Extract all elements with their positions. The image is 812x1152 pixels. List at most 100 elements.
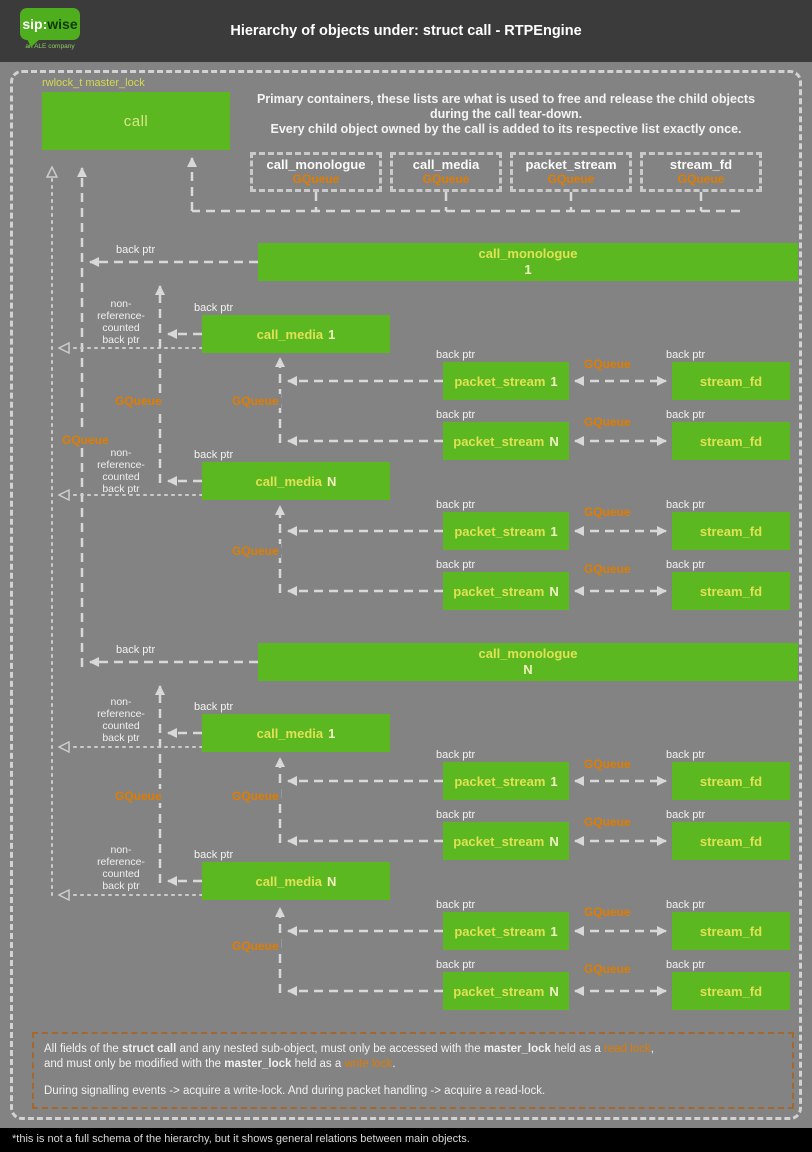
packet-stream-1-box: packet_stream 1 [443,912,569,950]
label-line: back ptr [102,483,140,495]
queue-name: call_monologue [266,157,366,172]
packet-stream-1-box: packet_stream 1 [443,762,569,800]
back-ptr-label: back ptr [436,749,476,761]
footnote: *this is not a full schema of the hierar… [12,1133,470,1145]
note-text: held as a [291,1058,345,1070]
stream-fd-box: stream_fd [672,972,790,1010]
stream-fd-box: stream_fd [672,362,790,400]
back-ptr-label: back ptr [194,302,234,314]
sipwise-logo: sip:wise an ALE company [20,8,98,50]
back-ptr-label: back ptr [194,449,234,461]
gqueue-label: GQueue [230,544,281,558]
header-bar: sip:wise an ALE company Hierarchy of obj… [0,0,812,62]
label-line: back ptr [102,880,140,892]
intro-line-1: Primary containers, these lists are what… [256,92,756,106]
logo-speech-bubble: sip:wise [20,8,80,47]
stream-fd-box: stream_fd [672,912,790,950]
node-label: call_media [256,725,324,741]
call-media-n-box: call_media N [202,862,390,900]
node-label: stream_fd [699,773,763,789]
note-text: . [392,1058,396,1070]
page-title: Hierarchy of objects under: struct call … [230,23,582,39]
label-line: non- [110,447,132,459]
gqueue-label: GQueue [230,394,281,408]
intro-line-3: Every child object owned by the call is … [270,122,742,136]
gqueue-label: GQueue [230,789,281,803]
non-ref-back-ptr-label: non- reference- counted back ptr [93,298,149,346]
node-index: N [549,433,559,449]
queue-type: GQueue [677,172,725,186]
label-line: counted [102,322,140,334]
gqueue-label: GQueue [113,394,164,408]
stream-fd-box: stream_fd [672,422,790,460]
node-label: stream_fd [699,923,763,939]
stream-fd-box: stream_fd [672,822,790,860]
stream-fd-box: stream_fd [672,572,790,610]
note-text: and must only be modified with the [44,1058,225,1070]
node-label: stream_fd [699,523,763,539]
logo-tagline: an ALE company [25,43,75,50]
queue-type: GQueue [422,172,470,186]
node-label: packet_stream [454,923,546,939]
node-label: call_monologue [478,646,578,661]
gqueue-label: GQueue [582,962,633,976]
node-index: N [523,662,533,677]
back-ptr-label: back ptr [116,644,156,656]
node-label: stream_fd [699,983,763,999]
label-line: reference- [97,310,145,322]
note-text: , [650,1043,654,1055]
back-ptr-label: back ptr [436,409,476,421]
packet-stream-n-box: packet_stream N [443,972,569,1010]
queue-box-call-monologue: call_monologue GQueue [250,152,382,192]
node-label: packet_stream [454,773,546,789]
label-line: non- [110,298,132,310]
gqueue-label: GQueue [582,357,633,371]
back-ptr-label: back ptr [194,849,234,861]
call-media-1-box: call_media 1 [202,315,390,353]
note-text: held as a [550,1043,605,1055]
node-label: packet_stream [454,373,546,389]
back-ptr-label: back ptr [436,559,476,571]
label-line: counted [102,720,140,732]
note-text-orange: write lock [344,1058,393,1070]
back-ptr-label: back ptr [436,499,476,511]
call-monologue-n-box: call_monologue N [258,643,798,681]
label-line: non- [110,844,132,856]
locking-note: All fields of the struct call and any ne… [32,1032,794,1109]
back-ptr-label: back ptr [666,559,706,571]
queue-box-stream-fd: stream_fd GQueue [640,152,762,192]
node-label: call_media [255,473,323,489]
stream-fd-box: stream_fd [672,762,790,800]
stream-fd-box: stream_fd [672,512,790,550]
back-ptr-label: back ptr [666,409,706,421]
node-index: N [549,833,559,849]
back-ptr-label: back ptr [116,244,156,256]
note-gap [44,1072,782,1084]
note-line-3: During signalling events -> acquire a wr… [44,1085,546,1097]
gqueue-label: GQueue [582,905,633,919]
back-ptr-label: back ptr [436,899,476,911]
node-label: stream_fd [699,373,763,389]
node-index: 1 [550,923,558,939]
queue-box-packet-stream: packet_stream GQueue [510,152,632,192]
node-index: 1 [550,773,558,789]
back-ptr-label: back ptr [666,959,706,971]
note-text-bold: master_lock [224,1058,292,1070]
node-index: 1 [328,725,336,741]
node-label: packet_stream [454,523,546,539]
queue-name: stream_fd [669,157,733,172]
node-index: 1 [550,373,558,389]
back-ptr-label: back ptr [436,809,476,821]
node-index: N [327,473,337,489]
note-text-bold: master_lock [483,1043,551,1055]
gqueue-label: GQueue [582,562,633,576]
master-lock-label: rwlock_t master_lock [42,77,145,89]
gqueue-label: GQueue [230,939,281,953]
queue-name: call_media [412,157,480,172]
intro-line-2: during the call tear-down. [429,107,583,121]
packet-stream-n-box: packet_stream N [443,422,569,460]
label-line: counted [102,471,140,483]
gqueue-label: GQueue [582,415,633,429]
back-ptr-label: back ptr [666,499,706,511]
packet-stream-n-box: packet_stream N [443,822,569,860]
